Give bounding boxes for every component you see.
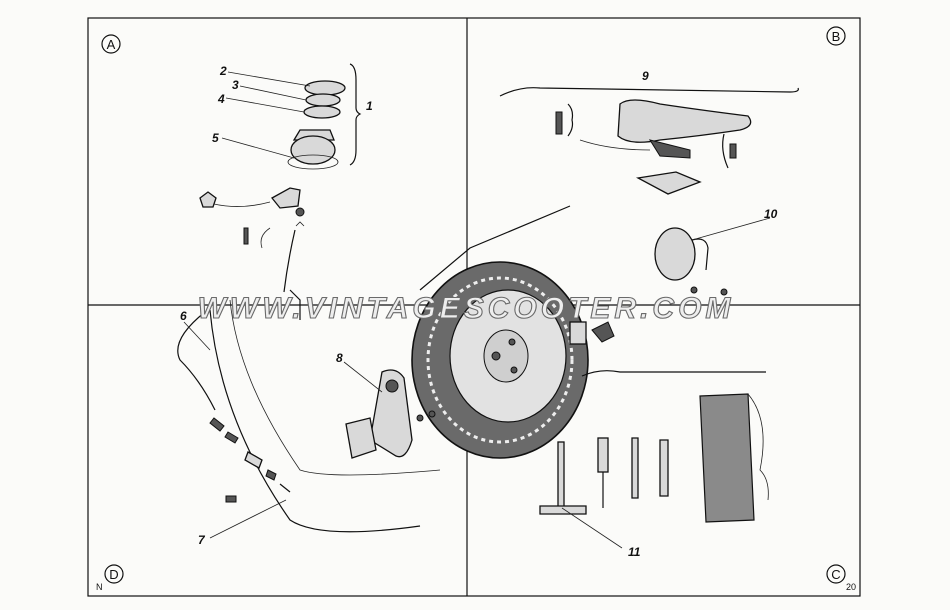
label-part-3: 3 (232, 78, 239, 92)
footer-left-mark: N (96, 582, 103, 592)
label-part-8: 8 (336, 351, 343, 365)
tool-kit-drawing (539, 370, 769, 549)
svg-text:D: D (109, 567, 118, 582)
label-part-2: 2 (219, 64, 227, 78)
label-part-9: 9 (642, 69, 649, 83)
frame-body-outline (209, 309, 421, 533)
speedometer-cable-drawing (177, 311, 291, 539)
svg-text:A: A (107, 37, 116, 52)
label-part-7: 7 (198, 533, 206, 547)
quadrant-badge-a: A (101, 34, 121, 54)
saddle-assembly-drawing (499, 87, 799, 296)
spare-wheel-drawing (411, 205, 615, 459)
label-part-4: 4 (217, 92, 225, 106)
quadrant-badge-b: B (826, 26, 846, 46)
label-part-5: 5 (212, 131, 219, 145)
watermark-text: WWW.VINTAGESCOOTER.COM (198, 292, 735, 325)
spare-wheel-bracket-drawing (343, 361, 436, 459)
svg-text:C: C (831, 567, 840, 582)
label-part-10: 10 (764, 207, 778, 221)
diagram-frame (87, 17, 861, 597)
label-part-6: 6 (180, 309, 187, 323)
quadrant-badge-c: C (826, 564, 846, 584)
svg-text:B: B (832, 29, 841, 44)
footer-page-number: 20 (846, 582, 856, 592)
quadrant-badge-d: D (104, 564, 124, 584)
label-part-11: 11 (628, 545, 641, 559)
speedometer-assembly-drawing (199, 63, 362, 293)
label-part-1: 1 (366, 99, 373, 113)
